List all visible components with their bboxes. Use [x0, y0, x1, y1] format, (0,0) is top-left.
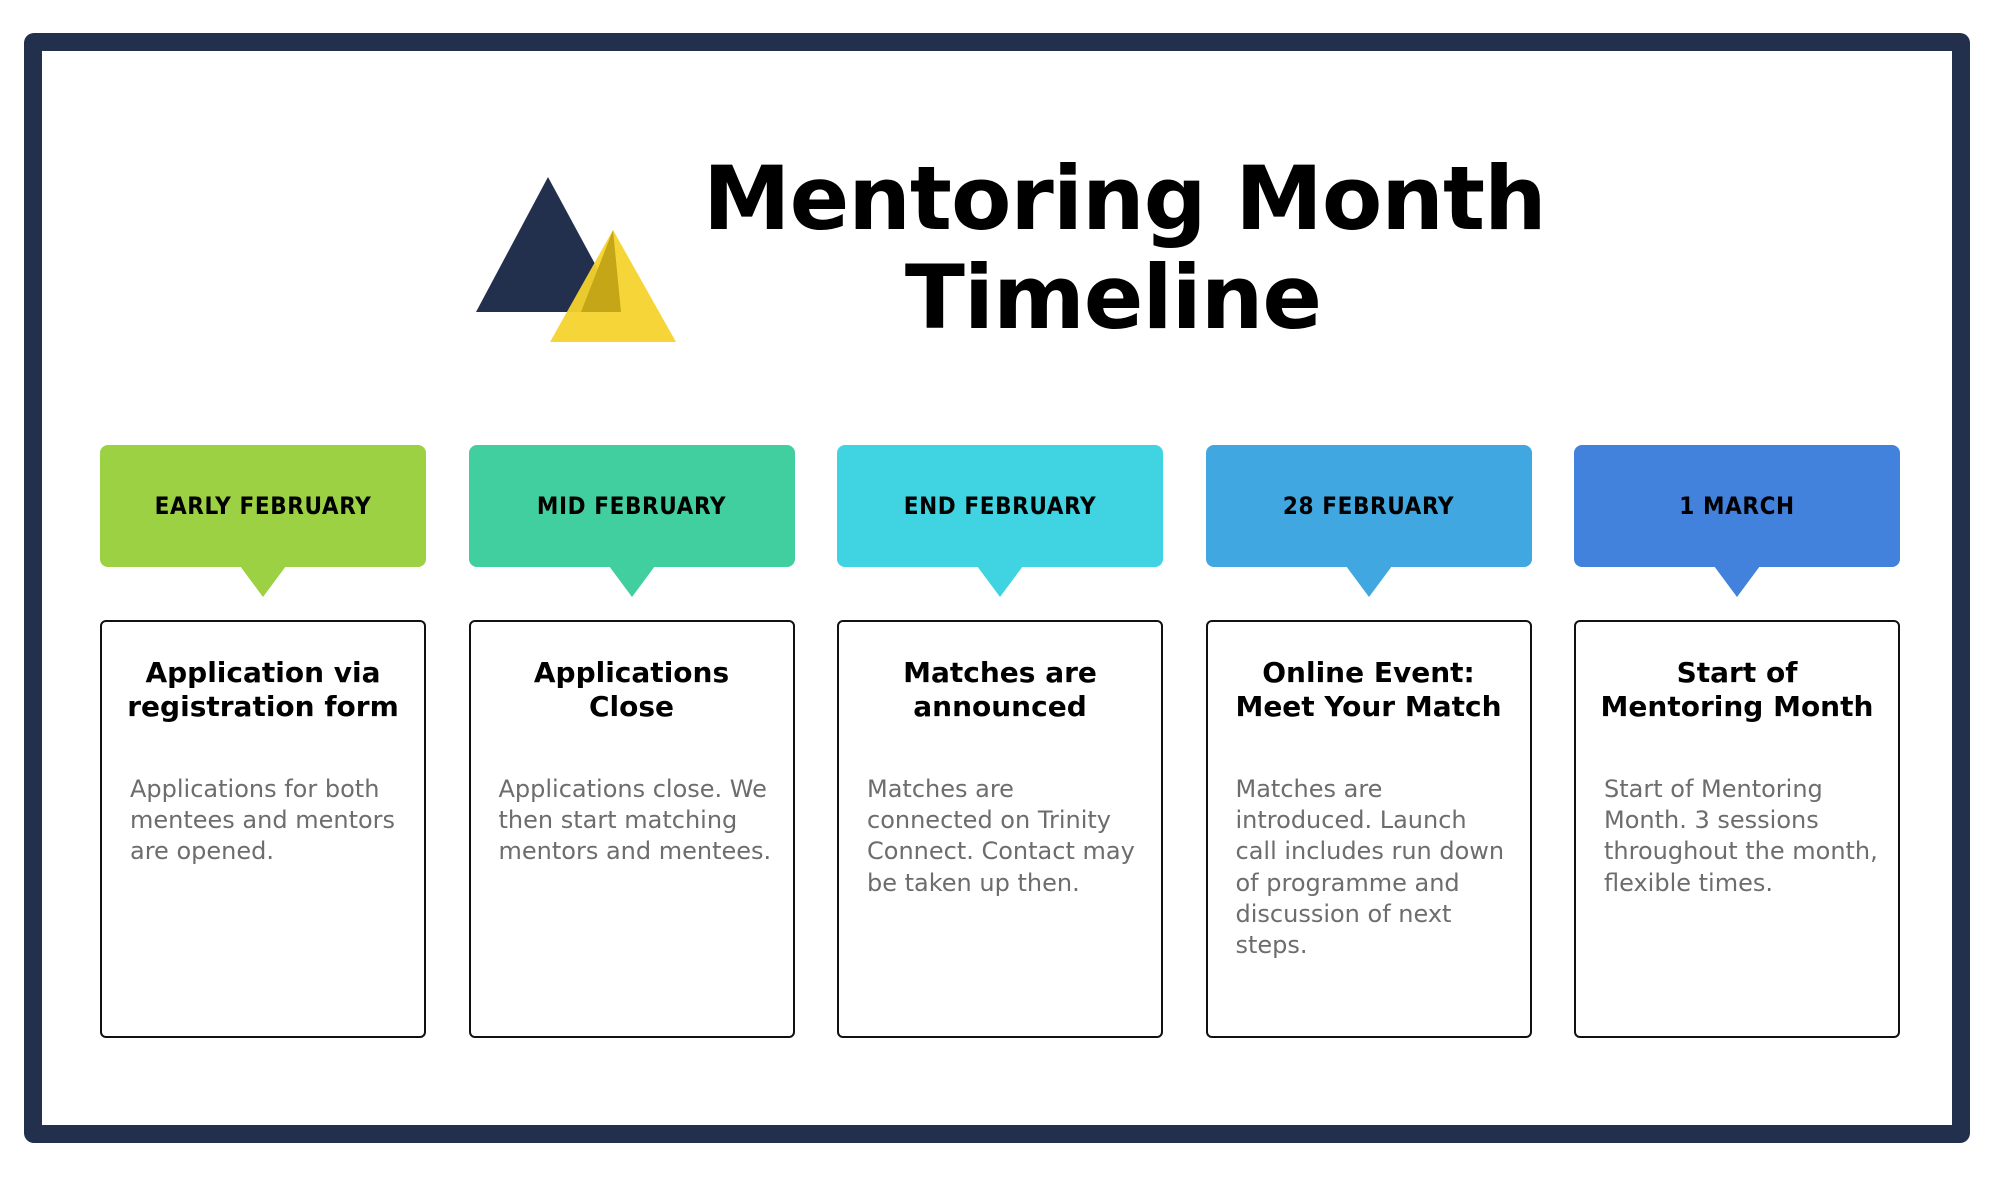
date-banner-label: 1 MARCH: [1679, 492, 1795, 520]
step-card-title: Online Event: Meet Your Match: [1235, 656, 1502, 724]
step-card-body: Applications close. We then start matchi…: [498, 775, 772, 866]
step-card-body: Start of Mentoring Month. 3 sessions thr…: [1604, 775, 1878, 897]
timeline-step: MID FEBRUARY Applications Close Applicat…: [468, 445, 795, 1045]
step-card-body: Applications for both mentees and mentor…: [130, 775, 396, 866]
date-banner[interactable]: MID FEBRUARY: [468, 445, 795, 597]
header-area: Mentoring Month Timeline: [24, 147, 1970, 400]
date-banner[interactable]: 1 MARCH: [1574, 445, 1900, 597]
step-card[interactable]: Start of Mentoring Month Start of Mentor…: [1574, 620, 1900, 1038]
page-title-line-2: Timeline: [904, 245, 1322, 349]
banner-pointer-icon: [240, 566, 286, 597]
banner-pointer-icon: [1345, 566, 1392, 597]
step-card-title: Start of Mentoring Month: [1600, 656, 1874, 724]
step-card-title: Matches are announced: [903, 656, 1097, 724]
step-card-title: Application via registration form: [127, 656, 399, 724]
step-card[interactable]: Application via registration form Applic…: [100, 620, 426, 1038]
step-card-title: Applications Close: [533, 656, 730, 724]
date-banner-label: EARLY FEBRUARY: [154, 492, 372, 520]
timeline-step: EARLY FEBRUARY Application via registrat…: [100, 445, 426, 1045]
timeline-step: 28 FEBRUARY Online Event: Meet Your Matc…: [1205, 445, 1532, 1045]
banner-pointer-icon: [1714, 566, 1760, 597]
two-triangles-logo-icon: [471, 172, 681, 362]
date-banner[interactable]: 28 FEBRUARY: [1205, 445, 1532, 597]
page-title: Mentoring Month Timeline: [703, 147, 1547, 349]
timeline-step: 1 MARCH Start of Mentoring Month Start o…: [1574, 445, 1900, 1045]
step-card[interactable]: Applications Close Applications close. W…: [468, 620, 795, 1038]
timeline-steps: EARLY FEBRUARY Application via registrat…: [100, 445, 1900, 1045]
date-banner-label: END FEBRUARY: [903, 492, 1097, 520]
step-card-body: Matches are introduced. Launch call incl…: [1235, 775, 1505, 959]
banner-pointer-icon: [608, 566, 655, 597]
date-banner-label: MID FEBRUARY: [536, 492, 727, 520]
page-title-line-1: Mentoring Month: [703, 147, 1547, 250]
step-card[interactable]: Online Event: Meet Your Match Matches ar…: [1205, 620, 1532, 1038]
step-card-body: Matches are connected on Trinity Connect…: [867, 775, 1135, 897]
banner-pointer-icon: [977, 566, 1023, 597]
timeline-step: END FEBRUARY Matches are announced Match…: [837, 445, 1163, 1045]
date-banner-label: 28 FEBRUARY: [1282, 492, 1455, 520]
step-card[interactable]: Matches are announced Matches are connec…: [837, 620, 1163, 1038]
date-banner[interactable]: END FEBRUARY: [837, 445, 1163, 597]
date-banner[interactable]: EARLY FEBRUARY: [100, 445, 426, 597]
